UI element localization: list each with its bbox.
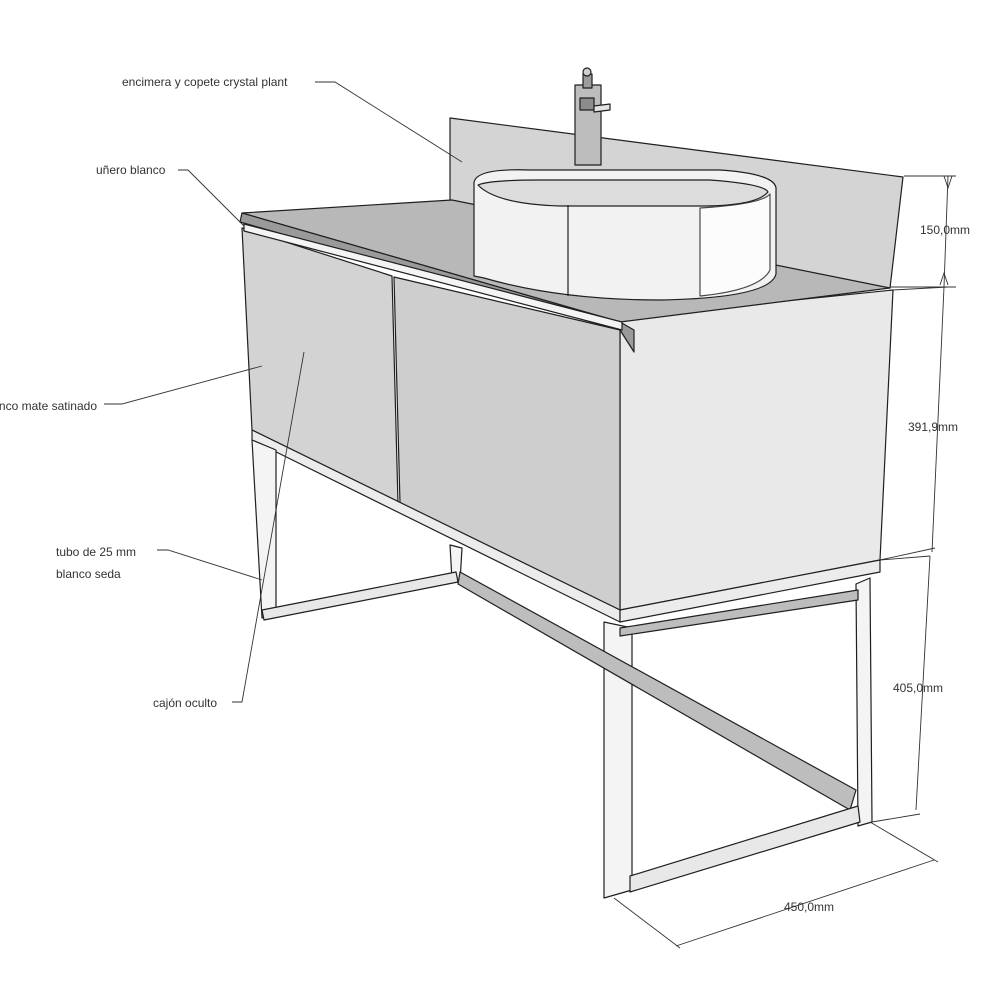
cabinet-right-side xyxy=(619,289,894,611)
dim-leg-height: 405,0mm xyxy=(893,681,943,695)
leader-finish xyxy=(104,365,263,405)
dim-cabinet-height: 391,9mm xyxy=(908,420,958,434)
dim-depth: 450,0mm xyxy=(784,900,834,914)
leader-handle xyxy=(178,169,245,227)
leader-tube xyxy=(157,549,263,581)
label-countertop: encimera y copete crystal plant xyxy=(122,75,288,89)
label-tube-line1: tubo de 25 mm xyxy=(56,545,136,559)
tube-frame xyxy=(251,429,881,899)
label-tube-line2: blanco seda xyxy=(56,567,121,581)
dimension-cabinet xyxy=(879,286,949,561)
label-finish: lacado blanco mate satinado xyxy=(0,399,97,413)
dim-backsplash-height: 150,0mm xyxy=(920,223,970,237)
faucet xyxy=(574,67,611,166)
leader-drawer xyxy=(232,351,305,703)
label-drawer: cajón oculto xyxy=(153,696,217,710)
handle-groove xyxy=(243,223,623,331)
dimension-legs xyxy=(871,555,931,823)
label-handle: uñero blanco xyxy=(96,163,166,177)
vessel-basin xyxy=(473,169,777,301)
dimension-depth xyxy=(613,821,939,949)
leader-countertop xyxy=(315,81,463,163)
